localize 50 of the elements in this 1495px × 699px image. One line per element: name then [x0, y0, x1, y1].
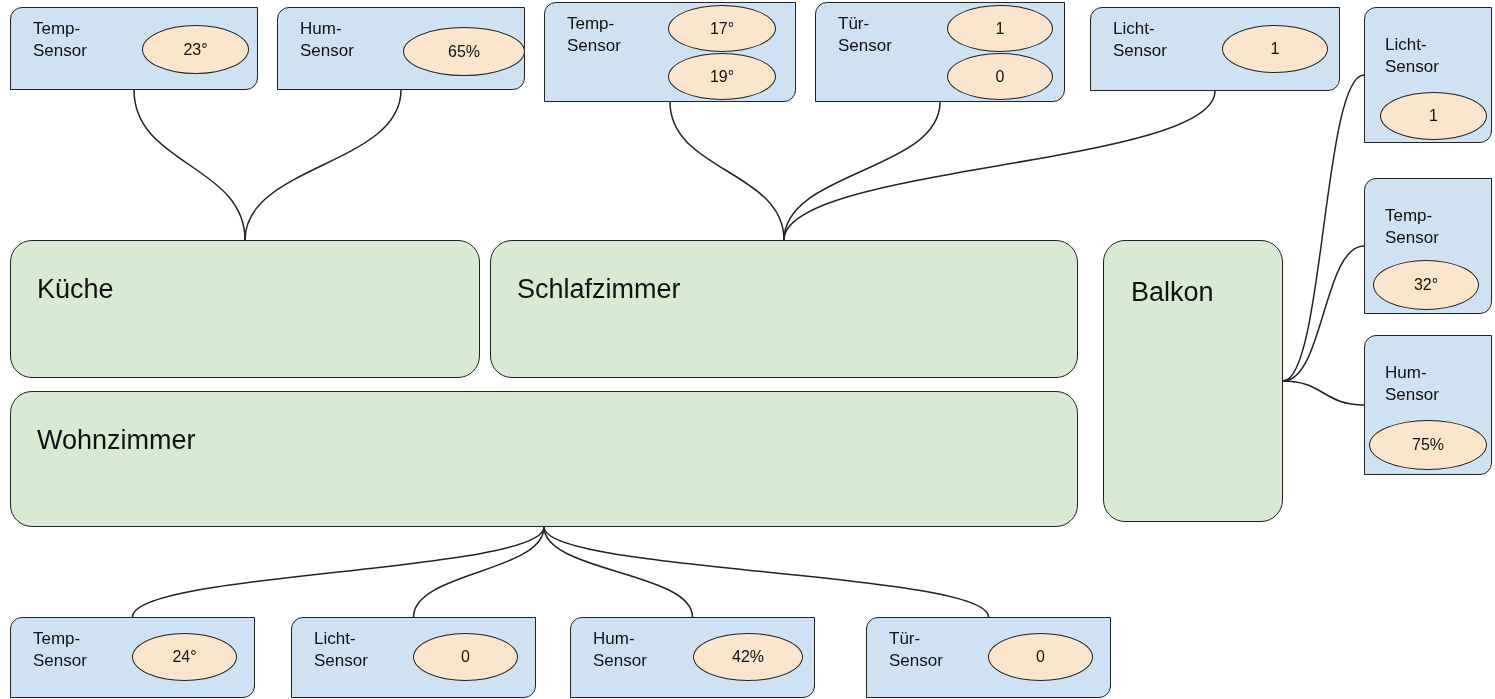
connector-line: [543, 526, 990, 618]
value-ellipse: 19°: [668, 53, 776, 100]
value-ellipse: 65%: [403, 27, 525, 76]
sensor-card: [10, 7, 258, 90]
room-box: [10, 391, 1078, 527]
value-ellipse: 0: [947, 53, 1053, 100]
value-ellipse: 1: [1380, 92, 1487, 140]
room-name: Wohnzimmer: [37, 424, 196, 456]
value-ellipse: 32°: [1373, 260, 1479, 310]
room-box: [1103, 240, 1283, 522]
sensor-label: Tür- Sensor: [889, 628, 943, 672]
sensor-label: Temp- Sensor: [567, 13, 621, 57]
sensor-label: Hum- Sensor: [300, 18, 354, 62]
value-ellipse: 42%: [693, 633, 803, 681]
sensor-card: [544, 2, 796, 102]
value-ellipse: 1: [947, 5, 1053, 52]
value-ellipse: 1: [1222, 25, 1328, 73]
value-ellipse: 24°: [132, 633, 237, 681]
sensor-card: [815, 2, 1065, 102]
room-box: [490, 240, 1078, 378]
sensor-card: [866, 617, 1111, 698]
value-ellipse: 17°: [668, 5, 776, 52]
sensor-label: Licht- Sensor: [314, 628, 368, 672]
sensor-label: Licht- Sensor: [1113, 18, 1167, 62]
sensor-card: [1090, 7, 1340, 91]
sensor-card: [1364, 335, 1492, 475]
value-ellipse: 75%: [1369, 420, 1487, 470]
sensor-card: [291, 617, 536, 698]
sensor-label: Hum- Sensor: [1385, 362, 1439, 406]
sensor-label: Temp- Sensor: [1385, 205, 1439, 249]
connector-line: [244, 89, 402, 241]
value-ellipse: 0: [413, 633, 518, 681]
sensor-card: [10, 617, 255, 698]
sensor-label: Temp- Sensor: [33, 18, 87, 62]
room-name: Küche: [37, 273, 114, 305]
sensor-label: Licht- Sensor: [1385, 34, 1439, 78]
connector-line: [783, 90, 1216, 241]
sensor-label: Hum- Sensor: [593, 628, 647, 672]
sensor-card: [570, 617, 815, 698]
room-name: Balkon: [1131, 276, 1214, 308]
room-box: [10, 240, 480, 378]
value-ellipse: 23°: [142, 25, 249, 74]
sensor-label: Tür- Sensor: [838, 13, 892, 57]
connector-line: [1282, 380, 1365, 406]
sensor-card: [277, 7, 525, 90]
sensor-card: [1364, 178, 1492, 314]
sensor-label: Temp- Sensor: [33, 628, 87, 672]
value-ellipse: 0: [988, 633, 1093, 681]
room-name: Schlafzimmer: [517, 273, 681, 305]
sensor-card: [1364, 7, 1492, 143]
